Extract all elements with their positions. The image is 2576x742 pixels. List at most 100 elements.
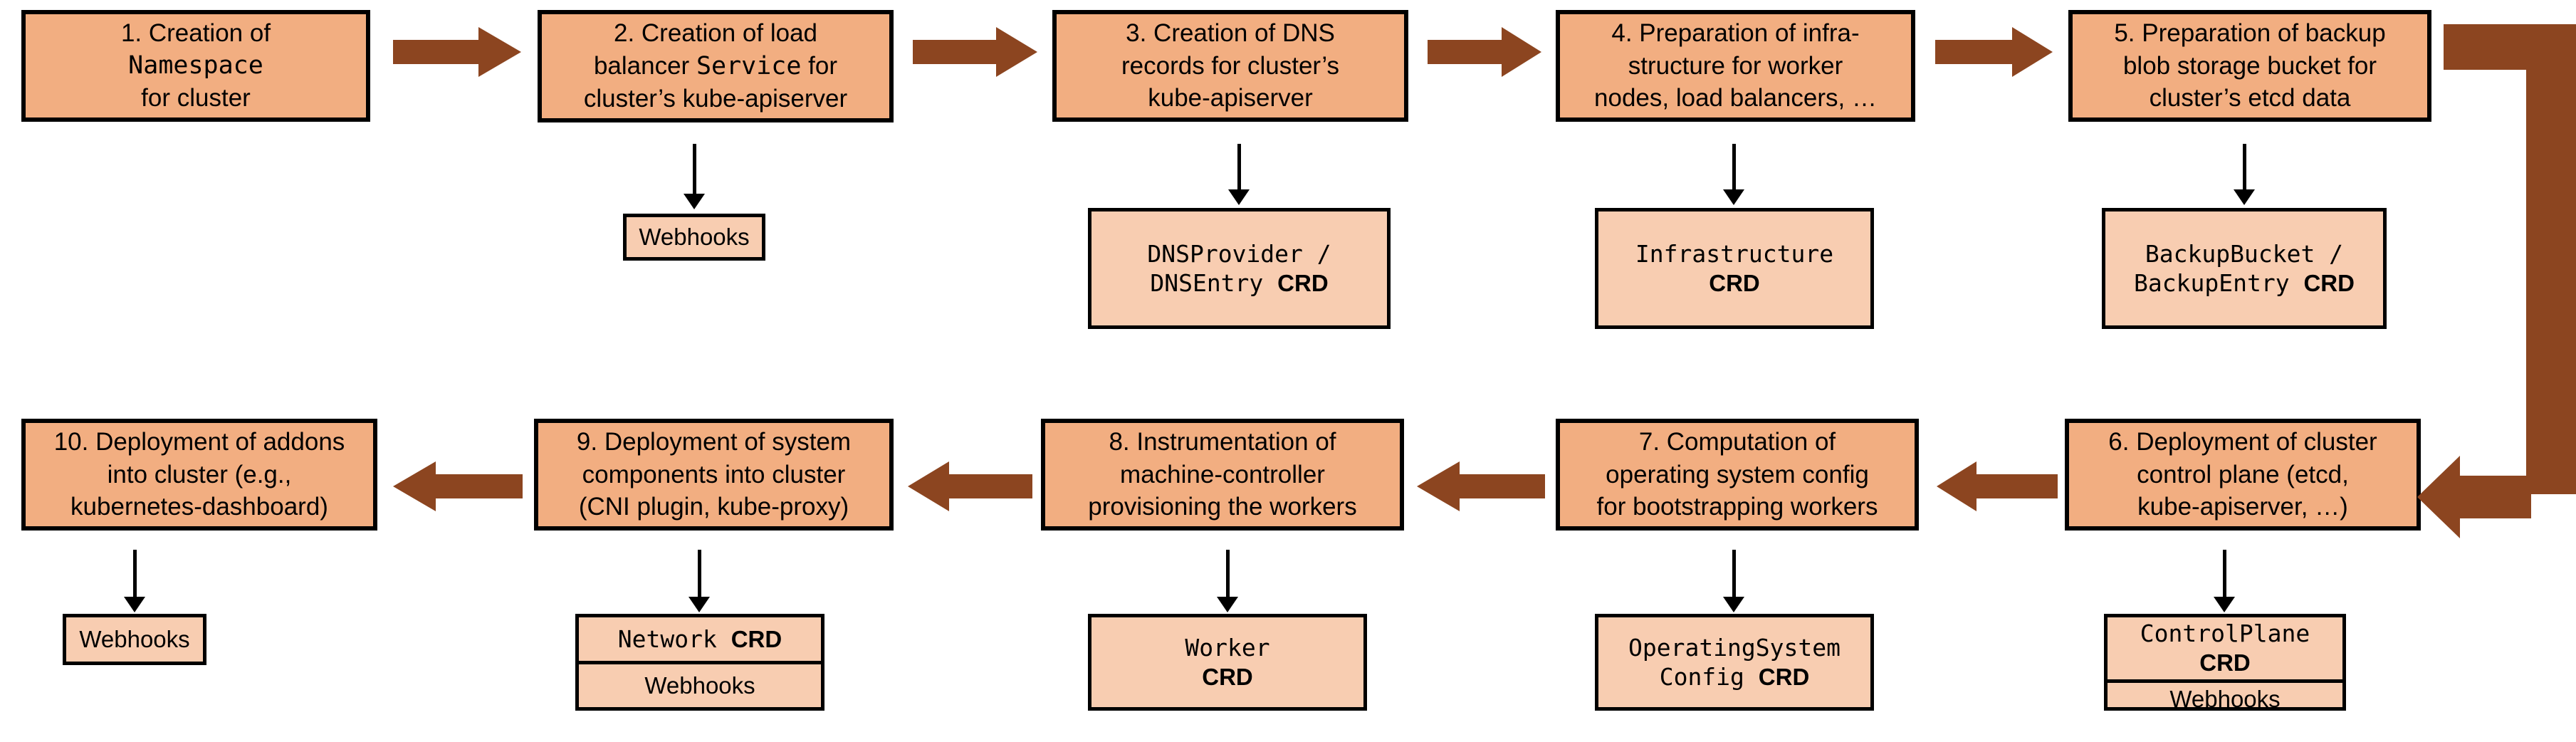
step-line: control plane (etcd,: [2137, 460, 2349, 488]
artifact-cell-text: Webhooks: [2169, 684, 2280, 714]
flow-arrow-5-to-6-arrowhead: [2417, 456, 2531, 541]
step-line: Namespace: [128, 51, 263, 80]
artifact-label: Webhooks: [2169, 685, 2281, 712]
step-line: records for cluster’s: [1121, 51, 1340, 80]
connector-step8-crd-arrowhead: [1217, 597, 1238, 612]
step-line: into cluster (e.g.,: [107, 460, 292, 488]
connector-step10-webhooks: [133, 550, 137, 600]
step-line: for bootstrapping workers: [1596, 493, 1878, 521]
connector-step7-crd: [1732, 550, 1736, 600]
flow-arrow-6-to-7: [1937, 461, 2058, 511]
step-box-4[interactable]: 4. Preparation of infra-structure for wo…: [1556, 10, 1915, 122]
step-line: 8. Instrumentation of: [1109, 428, 1336, 456]
artifact-cell-text: Webhooks: [644, 671, 755, 700]
step-line: structure for worker: [1628, 51, 1843, 80]
artifact-box-webhooks-10[interactable]: Webhooks: [63, 614, 206, 665]
flow-arrow-7-to-8: [1417, 461, 1545, 511]
step-line: balancer Service for: [548, 50, 884, 83]
connector-step3-crd: [1237, 144, 1241, 191]
connector-step7-crd-arrowhead: [1723, 597, 1744, 612]
artifact-box-webhooks-2[interactable]: Webhooks: [623, 214, 765, 261]
resource-kind-token: Config: [1659, 663, 1759, 691]
connector-step6-crd: [2223, 550, 2226, 600]
connector-step4-crd-arrowhead: [1723, 189, 1744, 205]
connector-step2-webhooks: [693, 144, 696, 195]
flow-arrow-3-to-4: [1428, 27, 1541, 77]
step-line-text: for: [801, 51, 838, 80]
step-6-text: 6. Deployment of cluster control plane (e…: [2075, 426, 2411, 523]
resource-kind-token: DNSEntry: [1150, 269, 1278, 297]
flow-arrow-8-to-9: [908, 461, 1032, 511]
artifact-cell-text: Webhooks: [79, 625, 189, 654]
step-line: cluster’s kube-apiserver: [583, 85, 848, 113]
artifact-cell-text: DNSProvider /DNSEntry CRD: [1147, 239, 1331, 298]
flow-arrow-1-to-2: [393, 27, 521, 77]
flow-arrow-9-to-10: [393, 461, 523, 511]
step-line: for cluster: [141, 84, 251, 112]
resource-kind-token: BackupEntry: [2134, 269, 2304, 297]
step-line: 1. Creation of: [120, 19, 271, 47]
connector-step5-crd: [2243, 144, 2246, 191]
resource-kind-token: Network: [617, 625, 731, 653]
artifact-label: Webhooks: [639, 224, 750, 251]
resource-kind-token: DNSProvider /: [1147, 239, 1331, 268]
crd-label: CRD: [731, 625, 782, 652]
step-line: 6. Deployment of cluster: [2108, 428, 2377, 456]
artifact-cell: Webhooks: [627, 217, 762, 257]
artifact-cell: Network CRD: [579, 617, 821, 661]
step-box-6[interactable]: 6. Deployment of cluster control plane (e…: [2065, 419, 2421, 531]
step-line: kube-apiserver, …): [2137, 493, 2348, 521]
step-1-text: 1. Creation of Namespace for cluster: [31, 17, 360, 115]
step-line: provisioning the workers: [1088, 493, 1357, 521]
artifact-cell: BackupBucket /BackupEntry CRD: [2105, 211, 2383, 325]
step-box-1[interactable]: 1. Creation of Namespace for cluster: [21, 10, 370, 122]
artifact-box-dns-crd[interactable]: DNSProvider /DNSEntry CRD: [1088, 208, 1391, 329]
step-line: nodes, load balancers, …: [1594, 84, 1877, 112]
crd-label: CRD: [1202, 664, 1253, 690]
artifact-cell-text: ControlPlane CRD: [2112, 619, 2338, 678]
artifact-cell-text: Network CRD: [618, 625, 782, 654]
artifact-box-controlplane-crd[interactable]: ControlPlane CRD Webhooks: [2104, 614, 2346, 712]
step-line: blob storage bucket for: [2122, 51, 2377, 80]
connector-step4-crd: [1732, 144, 1736, 191]
crd-label: CRD: [2303, 270, 2355, 296]
resource-kind-token: Worker: [1185, 633, 1270, 662]
artifact-cell: Webhooks: [579, 660, 821, 708]
artifact-box-backup-crd[interactable]: BackupBucket /BackupEntry CRD: [2102, 208, 2387, 329]
step-line: 4. Preparation of infra-: [1611, 19, 1860, 47]
artifact-box-network-crd[interactable]: Network CRD Webhooks: [575, 614, 824, 711]
flow-arrow-2-to-3: [913, 27, 1037, 77]
step-line: 9. Deployment of system: [576, 428, 852, 456]
artifact-cell-text: BackupBucket /BackupEntry CRD: [2134, 239, 2355, 298]
artifact-cell: Webhooks: [2108, 679, 2342, 715]
connector-step9-crd: [698, 550, 701, 600]
flow-arrow-5-to-6-wrap: [2444, 24, 2576, 526]
connector-step6-crd-arrowhead: [2214, 597, 2235, 612]
crd-label: CRD: [1758, 664, 1810, 690]
step-line-text: balancer: [593, 51, 696, 80]
connector-step8-crd: [1226, 550, 1230, 600]
step-line: kube-apiserver: [1148, 84, 1313, 112]
connector-step9-crd-arrowhead: [688, 597, 710, 612]
